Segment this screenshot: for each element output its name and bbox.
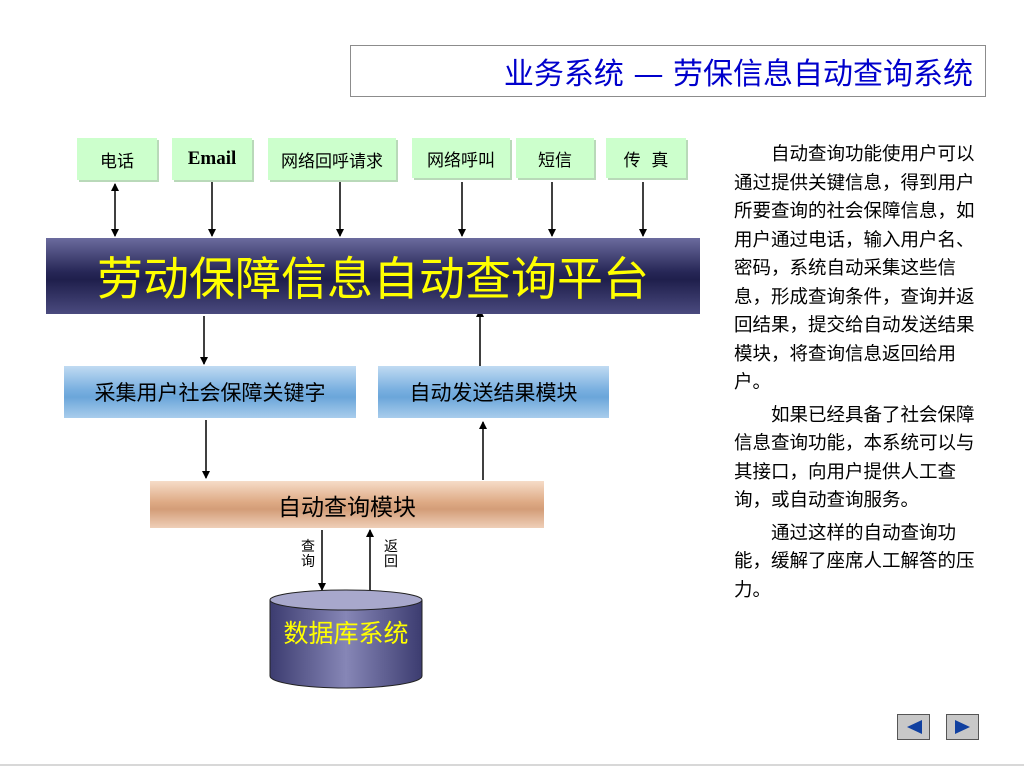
channel-fax: 传 真 <box>606 138 686 178</box>
description-paragraph-2: 如果已经具备了社会保障信息查询功能，本系统可以与其接口，向用户提供人工查询，或自… <box>734 404 975 512</box>
slide-title-text: 业务系统 — 劳保信息自动查询系统 <box>503 57 973 92</box>
database-label: 数据库系统 <box>283 619 409 648</box>
prev-slide-button[interactable] <box>897 714 930 740</box>
auto-query-module: 自动查询模块 <box>150 481 544 528</box>
channel-phone: 电话 <box>77 138 157 180</box>
footer-divider <box>0 764 1024 766</box>
channel-sms: 短信 <box>516 138 594 178</box>
description-paragraph-1: 自动查询功能使用户可以通过提供关键信息，得到用户所要查询的社会保障信息，如用户通… <box>734 144 975 393</box>
description-text: 自动查询功能使用户可以通过提供关键信息，得到用户所要查询的社会保障信息，如用户通… <box>734 141 984 605</box>
query-platform-label: 劳动保障信息自动查询平台 <box>97 252 649 306</box>
query-platform-box: 劳动保障信息自动查询平台 <box>46 238 700 314</box>
description-paragraph-3: 通过这样的自动查询功能，缓解了座席人工解答的压力。 <box>734 522 975 601</box>
channel-callback-request: 网络回呼请求 <box>268 138 396 180</box>
query-label: 查询 <box>301 539 315 570</box>
slide-title: 业务系统 — 劳保信息自动查询系统 <box>350 45 986 97</box>
channel-net-call: 网络呼叫 <box>412 138 510 178</box>
collect-keyword-module: 采集用户社会保障关键字 <box>64 366 356 418</box>
channel-email: Email <box>172 138 252 180</box>
return-label: 返回 <box>384 539 398 570</box>
triangle-left-icon <box>906 720 922 734</box>
next-slide-button[interactable] <box>946 714 979 740</box>
triangle-right-icon <box>954 720 970 734</box>
database-cylinder <box>269 589 423 689</box>
auto-send-result-module: 自动发送结果模块 <box>378 366 609 418</box>
